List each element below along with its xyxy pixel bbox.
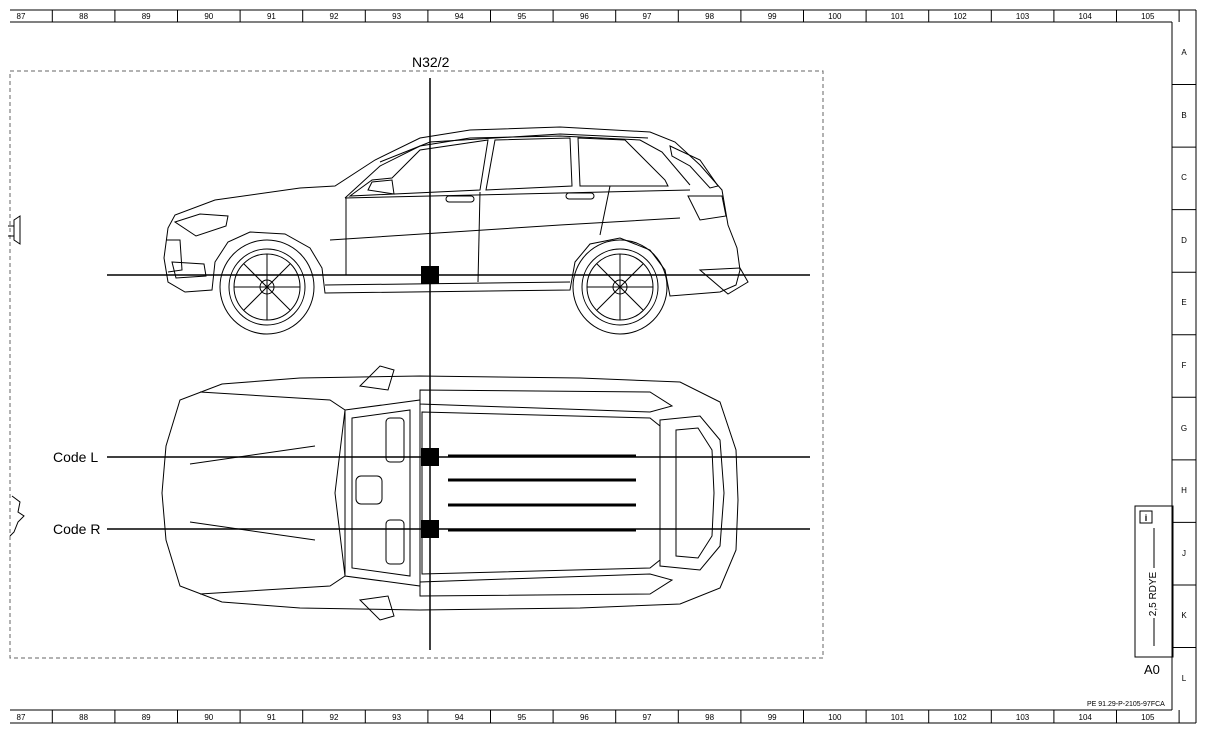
location-markers xyxy=(421,266,439,538)
column-number: 99 xyxy=(767,12,777,21)
column-number: 88 xyxy=(79,713,89,722)
column-number: 89 xyxy=(141,12,151,21)
column-number: 105 xyxy=(1141,713,1155,722)
column-number: 96 xyxy=(579,12,589,21)
column-number: 92 xyxy=(329,12,339,21)
column-number: 87 xyxy=(16,12,26,21)
column-number: 100 xyxy=(828,12,842,21)
code-r-label: Code R xyxy=(53,521,101,537)
column-ticks xyxy=(51,10,1180,723)
row-letter: G xyxy=(1180,423,1188,433)
column-number: 95 xyxy=(517,12,527,21)
column-number: 97 xyxy=(642,12,652,21)
column-number: 94 xyxy=(454,713,464,722)
column-number: 95 xyxy=(517,713,527,722)
row-letter: K xyxy=(1181,611,1187,621)
view-frame xyxy=(9,70,824,659)
column-number: 100 xyxy=(828,713,842,722)
row-letter: H xyxy=(1181,486,1187,496)
wire-spec-label: 2,5 RDYE xyxy=(1148,571,1159,617)
row-letter: J xyxy=(1182,548,1186,558)
row-ticks xyxy=(1172,84,1196,648)
column-number: 92 xyxy=(329,713,339,722)
row-letter: C xyxy=(1181,173,1187,183)
column-number: 104 xyxy=(1078,12,1092,21)
column-number: 101 xyxy=(890,713,905,722)
code-r-marker xyxy=(421,520,439,538)
wire-info-box xyxy=(1134,505,1174,658)
code-l-label: Code L xyxy=(53,449,99,465)
column-number: 96 xyxy=(579,713,589,722)
column-number: 98 xyxy=(705,12,715,21)
column-number: 90 xyxy=(204,12,214,21)
column-number: 90 xyxy=(204,713,214,722)
column-number: 104 xyxy=(1078,713,1092,722)
row-letter: A xyxy=(1181,48,1187,58)
column-number: 102 xyxy=(953,12,967,21)
row-letter: L xyxy=(1181,673,1187,683)
column-number: 91 xyxy=(266,12,276,21)
column-number: 87 xyxy=(16,713,26,722)
column-number: 98 xyxy=(705,713,715,722)
code-l-marker xyxy=(421,448,439,466)
vehicle-side-view xyxy=(163,126,749,335)
info-icon xyxy=(1139,510,1153,524)
adjacent-sheet-fragment xyxy=(8,215,25,537)
column-number: 102 xyxy=(953,713,967,722)
column-number: 101 xyxy=(890,12,905,21)
row-letter: E xyxy=(1181,298,1187,308)
column-number: 103 xyxy=(1015,713,1030,722)
column-number: 103 xyxy=(1015,12,1030,21)
column-number: 93 xyxy=(392,713,402,722)
column-number: 94 xyxy=(454,12,464,21)
locator-lines xyxy=(107,78,810,650)
column-number: 99 xyxy=(767,713,777,722)
column-number: 97 xyxy=(642,713,652,722)
component-label-n32-2: N32/2 xyxy=(412,54,450,70)
column-number: 88 xyxy=(79,12,89,21)
column-number: 105 xyxy=(1141,12,1155,21)
row-letter: F xyxy=(1181,361,1187,371)
column-number: 93 xyxy=(392,12,402,21)
column-number: 91 xyxy=(266,713,276,722)
column-number: 89 xyxy=(141,713,151,722)
row-letter: D xyxy=(1181,235,1187,245)
info-icon-glyph: i xyxy=(1145,513,1148,523)
row-letter: B xyxy=(1181,110,1187,120)
vehicle-top-view xyxy=(161,365,739,621)
drawing-frame xyxy=(10,9,1197,724)
sheet-id: PE 91.29-P-2105-97FCA xyxy=(1087,701,1165,708)
side-view-marker xyxy=(421,266,439,284)
ground-point-label: A0 xyxy=(1144,662,1160,677)
